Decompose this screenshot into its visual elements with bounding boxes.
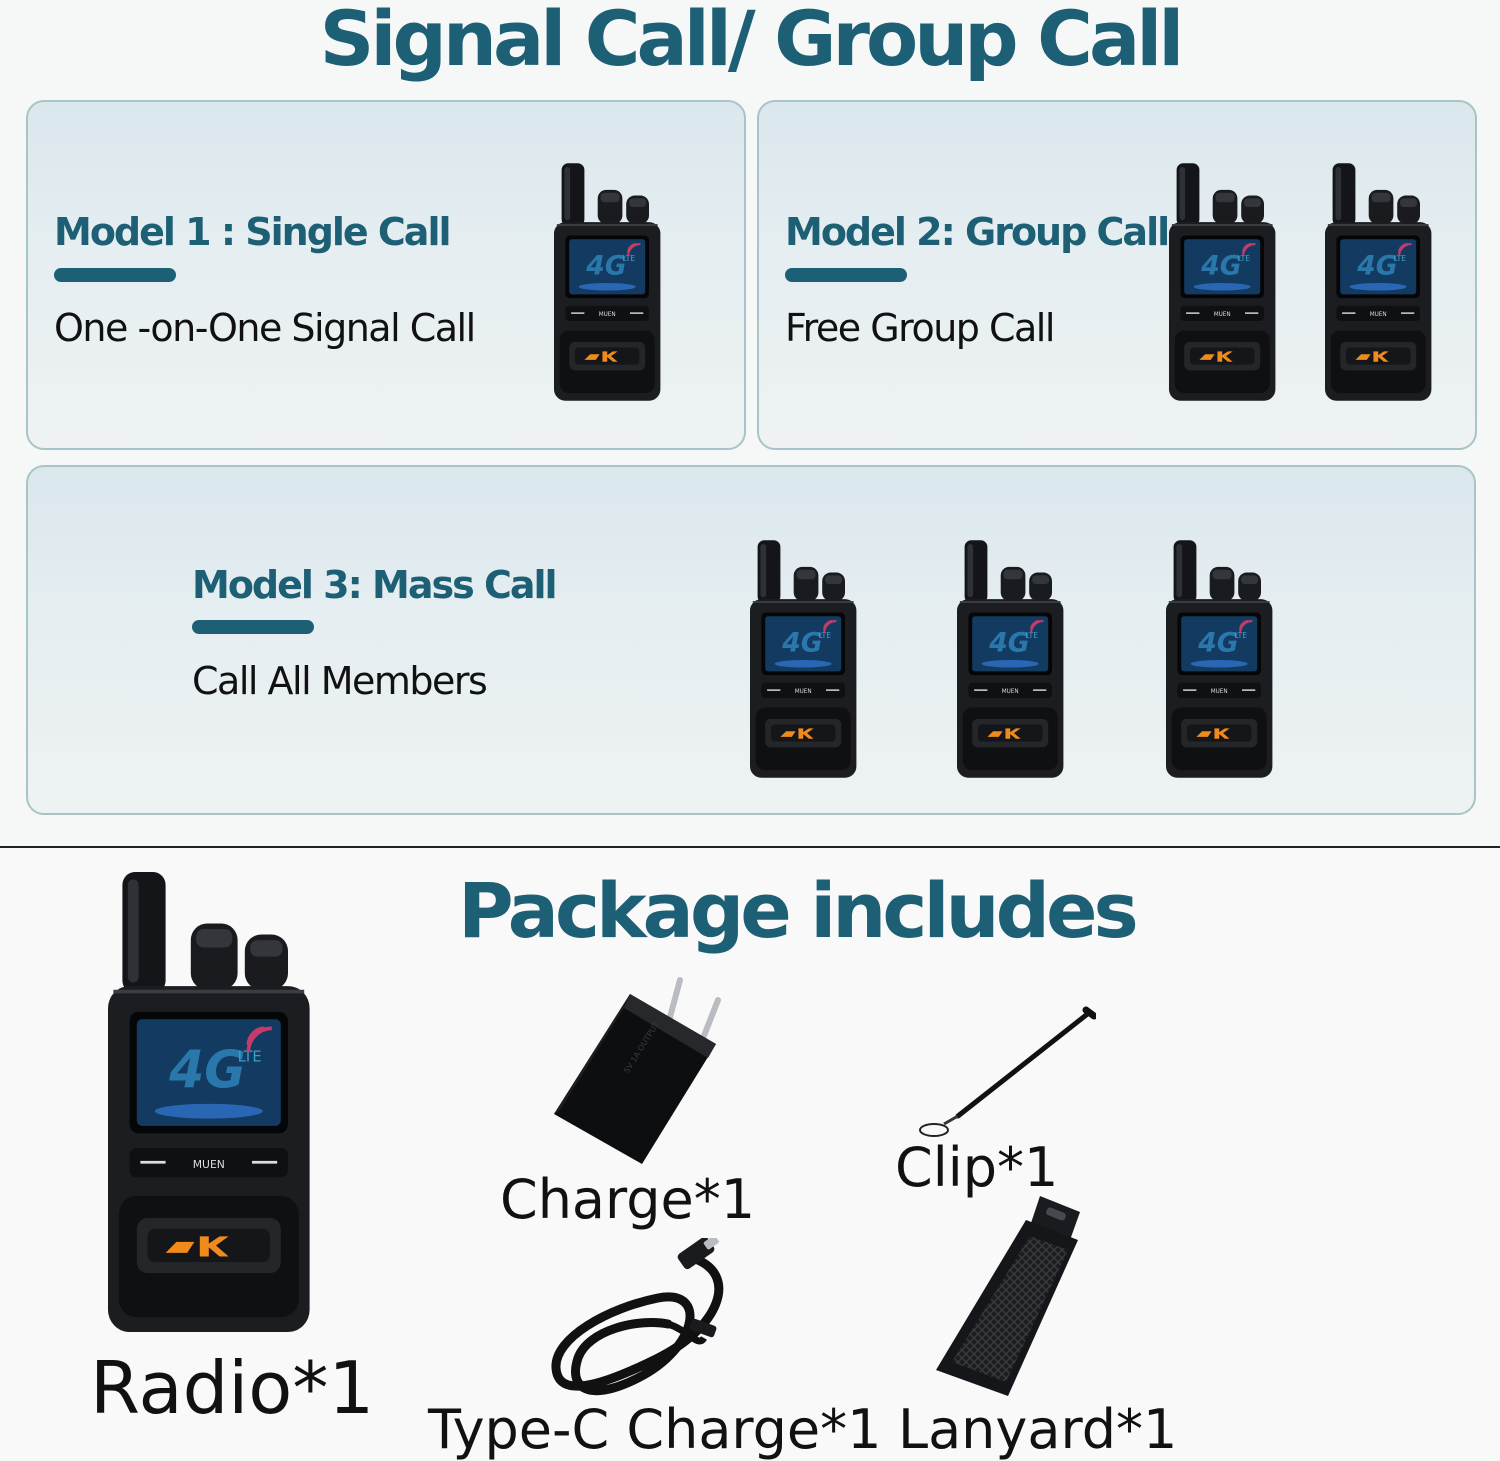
radio-icon	[554, 160, 668, 404]
radio-icon	[750, 537, 864, 781]
page-title: Signal Call/ Group Call	[319, 0, 1185, 83]
charger-adapter-icon: 5V 1A OUTPUT	[554, 977, 721, 1164]
package-item-clip: Clip*1	[895, 1136, 1059, 1199]
mode-title: Model 3: Mass Call	[192, 563, 558, 607]
mode-panel-single-call: Model 1 : Single Call One -on-One Signal…	[26, 100, 746, 450]
mode-description: Free Group Call	[785, 306, 1055, 350]
mode-title: Model 1 : Single Call	[54, 210, 452, 254]
section-divider	[0, 846, 1500, 848]
mode-panel-group-call: Model 2: Group Call Free Group Call	[757, 100, 1477, 450]
package-item-type-c: Type-C Charge*1	[428, 1398, 882, 1461]
mode-description: Call All Members	[192, 659, 488, 703]
radio-icon	[1325, 160, 1439, 404]
type-c-cable-icon	[551, 1238, 724, 1396]
radio-icon	[1166, 537, 1280, 781]
mode-title: Model 2: Group Call	[785, 210, 1170, 254]
package-title: Package includes	[458, 866, 1139, 955]
package-item-lanyard: Lanyard*1	[898, 1398, 1178, 1461]
title-underline	[54, 268, 176, 282]
title-underline	[192, 620, 314, 634]
mode-panel-mass-call: Model 3: Mass Call Call All Members	[26, 465, 1476, 815]
package-item-charger: Charge*1	[500, 1168, 756, 1231]
title-underline	[785, 268, 907, 282]
radio-icon	[957, 537, 1071, 781]
mode-description: One -on-One Signal Call	[54, 306, 476, 350]
radio-icon	[1169, 160, 1283, 404]
radio-icon	[108, 872, 324, 1332]
belt-clip-icon	[936, 1196, 1080, 1396]
package-item-radio: Radio*1	[90, 1346, 375, 1430]
lanyard-strap-icon	[919, 1006, 1096, 1137]
